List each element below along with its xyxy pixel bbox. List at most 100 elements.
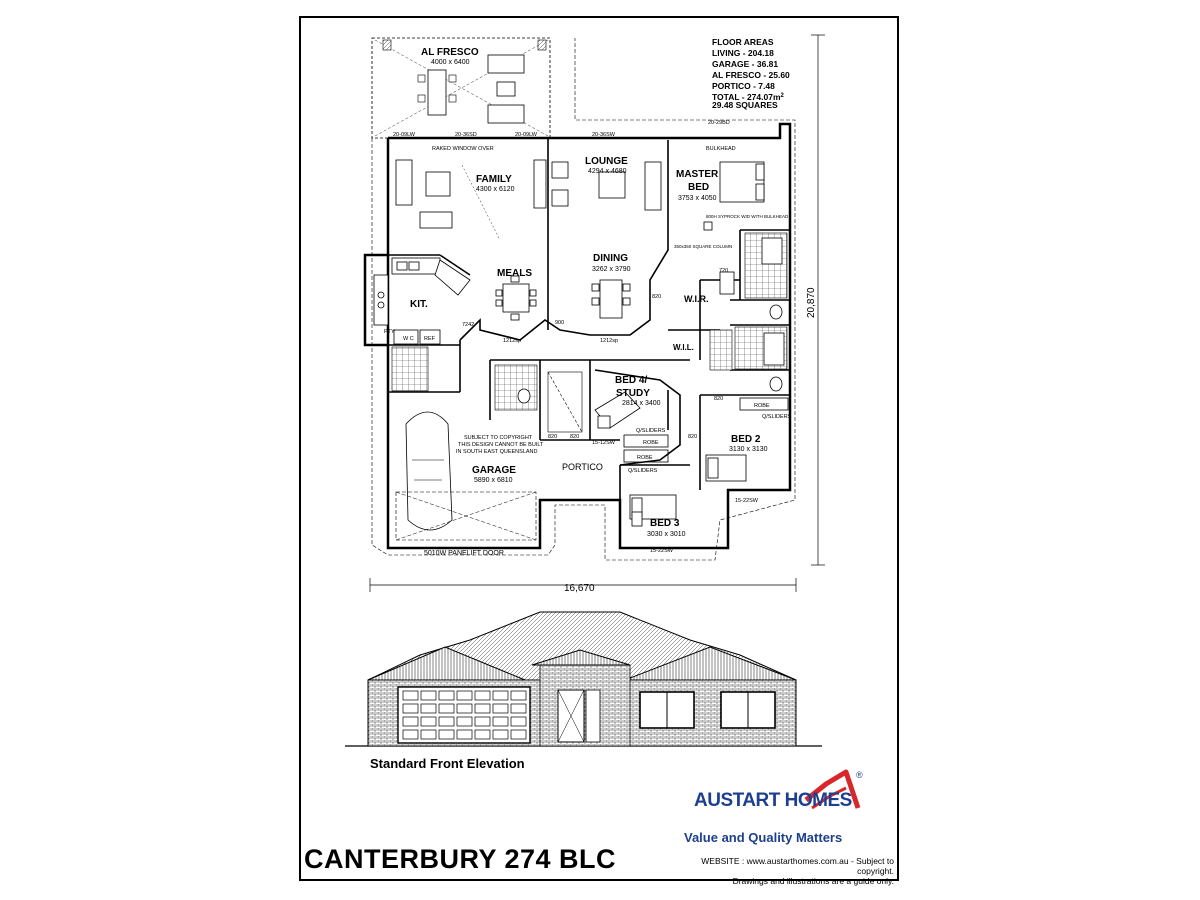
floor-area-total-sup: 2 <box>781 93 785 99</box>
door-code: 7242 <box>462 322 474 328</box>
elevation-caption: Standard Front Elevation <box>370 756 525 771</box>
master-bed <box>517 161 785 404</box>
room-label-wir: W.I.R. <box>684 294 709 304</box>
front-elevation <box>345 611 822 747</box>
note-qsliders-bed2: Q/SLIDERS <box>762 414 792 420</box>
room-size-bed2: 3130 x 3130 <box>729 446 768 453</box>
window-code: 20-36SW <box>592 132 616 138</box>
room-label-kit: KIT. <box>410 299 428 310</box>
note-qsliders-bed4: Q/SLIDERS <box>636 428 666 434</box>
powder-tiles <box>494 364 538 411</box>
note-ref: REF <box>424 336 436 342</box>
room-label-portico: PORTICO <box>562 462 603 472</box>
room-size-bed4: 2814 x 3400 <box>622 400 661 407</box>
floor-areas-panel: FLOOR AREAS LIVING - 204.18 GARAGE - 36.… <box>712 37 790 110</box>
room-size-alfresco: 4000 x 6400 <box>431 59 470 66</box>
note-copyright-2: THIS DESIGN CANNOT BE BUILT <box>458 442 544 448</box>
study-desk <box>594 391 641 429</box>
note-panelift-door: 5010W PANELIFT DOOR <box>424 550 504 557</box>
note-bulkhead-wid: 800H SYPROCK WID WITH BULKHEAD <box>706 214 789 219</box>
meals-table <box>495 275 537 321</box>
note-copyright-3: IN SOUTH EAST QUEENSLAND <box>456 449 538 455</box>
note-copyright-1: SUBJECT TO COPYRIGHT <box>464 435 533 441</box>
brand-block: AUSTART HOMES ® <box>670 770 890 850</box>
room-size-family: 4300 x 6120 <box>476 186 515 193</box>
floor-area-total-value: TOTAL - 274.07m <box>712 92 781 102</box>
portico-steps <box>547 371 583 433</box>
room-size-lounge: 4294 x 4680 <box>588 168 627 175</box>
floor-areas-heading: FLOOR AREAS <box>712 37 774 47</box>
room-label-bed4-1: BED 4/ <box>615 375 647 386</box>
lounge-furniture <box>533 159 662 211</box>
floor-area-total: TOTAL - 274.07m2 <box>712 92 785 102</box>
room-label-master-1: MASTER <box>676 169 719 180</box>
austart-logo-mark <box>804 769 861 810</box>
room-label-bed4-2: STUDY <box>616 388 650 399</box>
note-pty: PTY <box>384 329 395 335</box>
website-line-2: Drawings and illustrations are a guide o… <box>732 876 894 886</box>
plan-title: CANTERBURY 274 BLC <box>304 844 617 874</box>
window-code: 15-22SW <box>735 498 759 504</box>
door-code: 820 <box>688 434 697 440</box>
website-line-1: WEBSITE : www.austarthomes.com.au - Subj… <box>701 856 894 876</box>
eave-line <box>371 38 796 561</box>
door-code: 820 <box>652 294 661 300</box>
note-robe-bed2: ROBE <box>754 403 770 409</box>
external-walls <box>363 122 792 550</box>
room-label-dining: DINING <box>593 253 628 264</box>
note-raked-window: RAKED WINDOW OVER <box>432 146 494 152</box>
window-code: 20-29BD <box>708 120 730 126</box>
brand-tagline: Value and Quality Matters <box>684 830 843 845</box>
overall-depth: 20,870 <box>806 287 817 318</box>
door-code: 720 <box>719 268 728 274</box>
bedroom-beds <box>629 454 747 527</box>
room-size-master: 3753 x 4050 <box>678 195 717 202</box>
window-code: 20-36SD <box>455 132 477 138</box>
door-code: 820 <box>714 396 723 402</box>
window-code: 15-22SW <box>650 548 674 554</box>
floor-area-alfresco: AL FRESCO - 25.60 <box>712 70 790 80</box>
note-wc: W C <box>403 336 414 342</box>
note-robe-bed4: ROBE <box>643 440 659 446</box>
door-code: 820 <box>548 434 557 440</box>
room-size-garage: 5890 x 6810 <box>474 477 513 484</box>
note-bulkhead: BULKHEAD <box>706 146 736 152</box>
dining-table <box>591 279 631 319</box>
room-label-garage: GARAGE <box>472 465 516 476</box>
garage-car <box>395 411 537 541</box>
room-label-family: FAMILY <box>476 174 512 185</box>
website-disclaimer: WEBSITE : www.austarthomes.com.au - Subj… <box>666 856 894 886</box>
floor-area-portico: PORTICO - 7.48 <box>712 81 775 91</box>
door-code: 1212sp <box>503 338 521 344</box>
kitchen-fixtures <box>373 257 471 345</box>
room-label-lounge: LOUNGE <box>585 156 628 167</box>
note-qsliders-bed3: Q/SLIDERS <box>628 468 658 474</box>
dimension-lines <box>369 34 825 592</box>
room-label-master-2: BED <box>688 182 709 193</box>
wc-tiles <box>709 329 733 371</box>
door-code: 820 <box>570 434 579 440</box>
note-robe-bed3: ROBE <box>637 455 653 461</box>
room-label-meals: MEALS <box>497 268 532 279</box>
window-code: 15-12SW <box>592 440 616 446</box>
room-label-bed3: BED 3 <box>650 518 680 529</box>
brand-name: AUSTART HOMES <box>694 790 852 811</box>
room-size-bed3: 3030 x 3010 <box>647 531 686 538</box>
door-code: 900 <box>555 320 564 326</box>
internal-walls <box>387 138 790 548</box>
window-code: 20-09LW <box>393 132 416 138</box>
registered-mark: ® <box>856 770 863 780</box>
note-column: 350x350 SQUARE COLUMN <box>674 244 732 249</box>
room-size-dining: 3262 x 3790 <box>592 266 631 273</box>
room-label-bed2: BED 2 <box>731 434 761 445</box>
floor-area-squares: 29.48 SQUARES <box>712 100 778 110</box>
overall-width: 16,670 <box>564 583 595 594</box>
room-label-alfresco: AL FRESCO <box>421 47 479 58</box>
door-code: 1212sp <box>600 338 618 344</box>
floor-area-living: LIVING - 204.18 <box>712 48 774 58</box>
window-code: 20-09LW <box>515 132 538 138</box>
family-furniture <box>395 159 501 241</box>
laundry-tiles <box>391 346 429 392</box>
floor-area-garage: GARAGE - 36.81 <box>712 59 778 69</box>
